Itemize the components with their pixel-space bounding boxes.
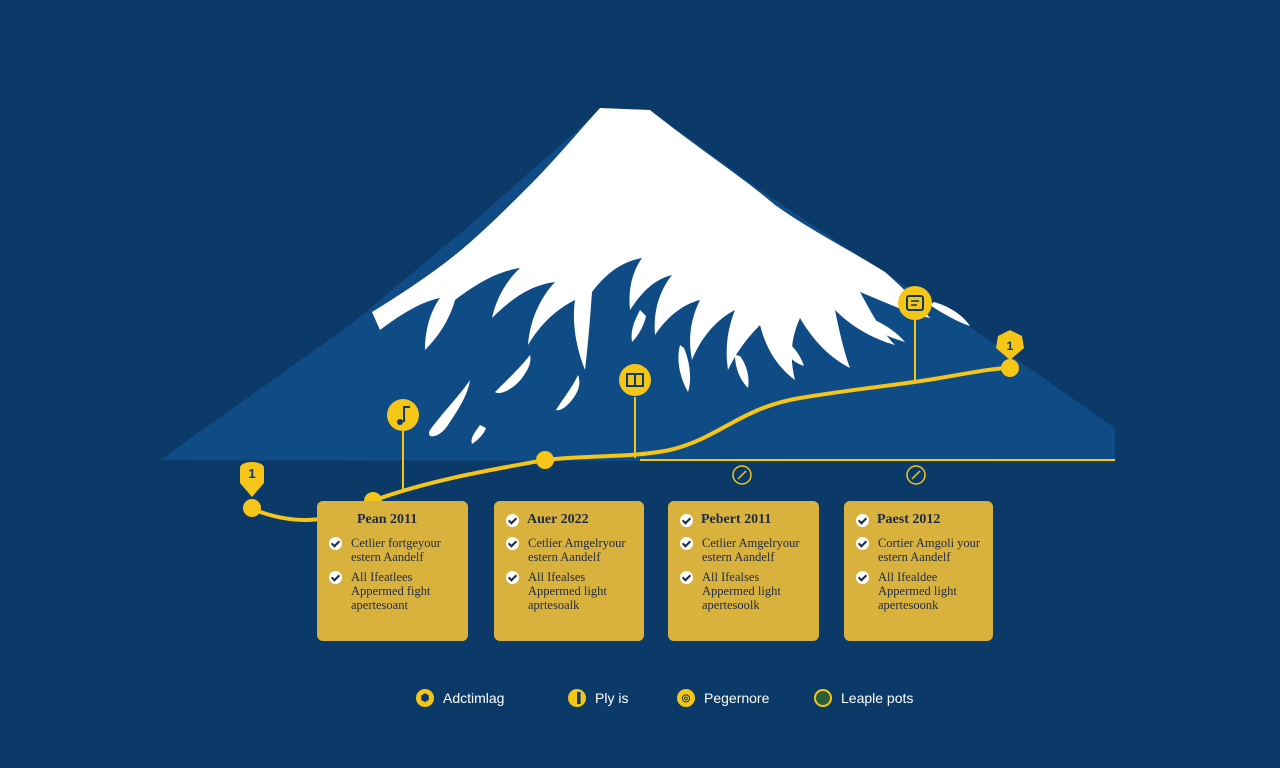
card-item: All Ifealses Appermed light aprtesoalk xyxy=(506,570,632,612)
legend-label: Ply is xyxy=(595,690,629,706)
hexagon-icon: ⬢ xyxy=(416,689,434,707)
card-item: All Ifealses Appermed light apertesoolk xyxy=(680,570,807,612)
music-note-icon[interactable] xyxy=(387,399,419,431)
snow-streak xyxy=(735,355,749,388)
legend-label: Pegernore xyxy=(704,690,770,706)
snow-streak xyxy=(678,345,691,392)
card-item: Cortier Amgoli your estern Aandelf xyxy=(856,536,981,564)
snow-streak xyxy=(780,338,804,366)
milestone-dot[interactable] xyxy=(536,451,554,469)
check-icon xyxy=(506,571,519,584)
snow-streak xyxy=(471,425,486,444)
legend-item[interactable]: ◎ Pegernore xyxy=(677,687,769,709)
end-badge[interactable]: 1 xyxy=(996,330,1024,360)
card-title: Pebert 2011 xyxy=(680,510,807,530)
snow-streak xyxy=(429,380,470,437)
milestone-card[interactable]: Pean 2011 Cetlier fortgeyour estern Aand… xyxy=(317,501,468,641)
check-icon xyxy=(856,513,869,527)
check-icon xyxy=(506,513,519,527)
milestone-card[interactable]: Paest 2012 Cortier Amgoli your estern Aa… xyxy=(844,501,993,641)
milestone-dot[interactable] xyxy=(243,499,261,517)
milestone-dot[interactable] xyxy=(1001,359,1019,377)
globe-icon: ◎ xyxy=(677,689,695,707)
card-item: Cetlier Amgelryour estern Aandelf xyxy=(506,536,632,564)
card-item: Cetlier Amgelryour estern Aandelf xyxy=(680,536,807,564)
milestone-card[interactable]: Pebert 2011 Cetlier Amgelryour estern Aa… xyxy=(668,501,819,641)
milestone-card[interactable]: Auer 2022 Cetlier Amgelryour estern Aand… xyxy=(494,501,644,641)
pencil-marker-icon[interactable] xyxy=(906,465,926,485)
card-item: All Ifealdee Appermed light apertesoonk xyxy=(856,570,981,612)
card-title: Paest 2012 xyxy=(856,510,981,530)
document-icon[interactable] xyxy=(898,286,932,320)
snow-streak xyxy=(631,310,646,342)
end-badge-label: 1 xyxy=(1007,339,1014,353)
start-badge-label: 1 xyxy=(248,466,255,481)
check-icon xyxy=(329,537,342,550)
legend-item[interactable]: ▐ Ply is xyxy=(568,687,628,709)
snow-streak xyxy=(855,314,905,342)
check-icon xyxy=(680,537,693,550)
card-title: Pean 2011 xyxy=(357,512,418,527)
check-icon xyxy=(680,571,693,584)
check-icon xyxy=(856,571,869,584)
snow-streak xyxy=(930,302,970,326)
legend-label: Adctimlag xyxy=(443,690,505,706)
legend-label: Leaple pots xyxy=(841,690,914,706)
pencil-marker-icon[interactable] xyxy=(732,465,752,485)
legend-item[interactable]: Leaple pots xyxy=(814,687,913,709)
legend-item[interactable]: ⬢ Adctimlag xyxy=(416,687,504,709)
check-icon xyxy=(856,537,869,550)
snow-streak xyxy=(556,375,580,411)
check-icon xyxy=(329,571,342,584)
start-badge[interactable]: 1 xyxy=(240,462,264,497)
card-title: Auer 2022 xyxy=(506,510,632,530)
gift-icon[interactable] xyxy=(619,364,651,396)
check-icon xyxy=(680,513,693,527)
snow-streak xyxy=(495,355,531,394)
check-icon xyxy=(506,537,519,550)
card-item: All Ifeatlees Appermed fight apertesoant xyxy=(329,570,456,612)
snow-cap xyxy=(372,108,930,380)
chart-icon: ▐ xyxy=(568,689,586,707)
card-item: Cetlier fortgeyour estern Aandelf xyxy=(329,536,456,564)
dot-icon xyxy=(814,689,832,707)
